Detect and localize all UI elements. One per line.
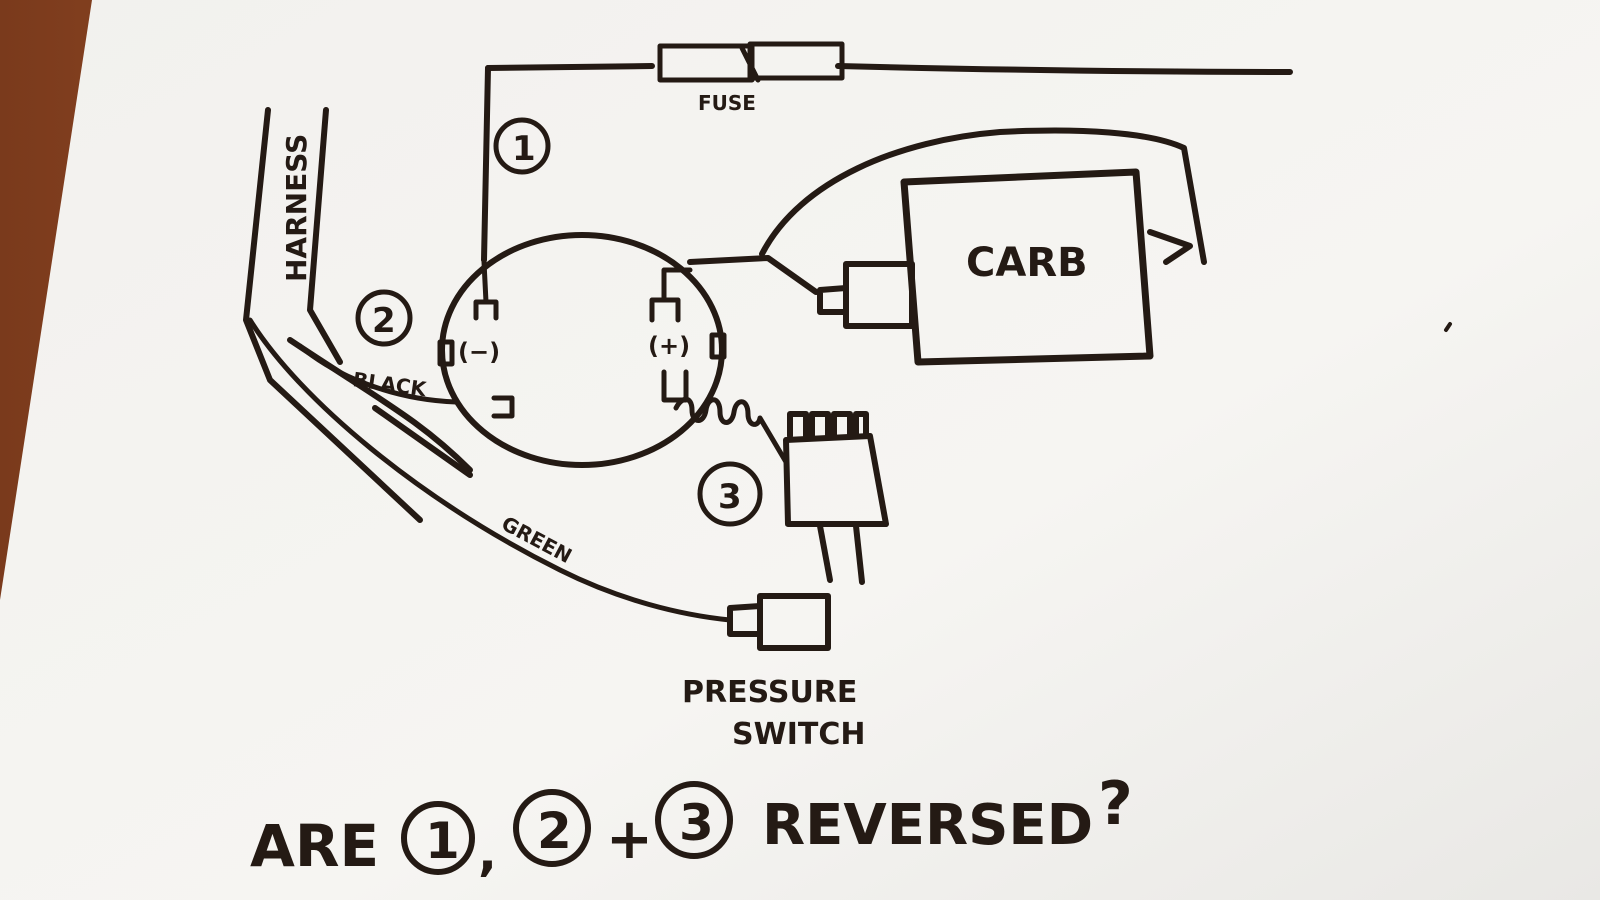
green-wire (247, 317, 733, 623)
marker-3: 3 (697, 461, 763, 527)
capacitor (783, 411, 889, 585)
carb-label: CARB (966, 240, 1088, 286)
negative-terminals (437, 259, 515, 419)
fuse (657, 41, 845, 83)
marker-2: 2 (355, 289, 413, 347)
negative-terminal-label: (−) (458, 338, 500, 366)
coiled-wire (673, 396, 789, 465)
question-end: REVERSED (762, 793, 1093, 858)
fuse-wire (481, 63, 1293, 263)
svg-text:2: 2 (537, 802, 572, 860)
pressure-switch-label-1: PRESSURE (682, 675, 857, 710)
question-line: ARE 1 , 2 + 3 REVERSED ? (250, 769, 1133, 882)
question-marker-2: 2 (513, 789, 591, 867)
positive-terminal-label: (+) (648, 332, 690, 360)
black-wire (297, 343, 459, 405)
question-marker-3: 3 (655, 781, 733, 859)
positive-terminals (649, 267, 727, 403)
question-start: ARE (250, 812, 379, 880)
pressure-switch (727, 593, 831, 651)
question-marker-1: 1 (401, 801, 475, 875)
question-plus: + (606, 807, 653, 872)
svg-text:2: 2 (372, 301, 396, 341)
stray-mark (1444, 322, 1452, 332)
fuse-label: FUSE (698, 91, 756, 115)
pressure-switch-label-2: SWITCH (732, 717, 865, 752)
svg-text:3: 3 (718, 477, 742, 517)
question-mark: ? (1098, 769, 1133, 839)
marker-1: 1 (493, 117, 551, 175)
question-comma: , (478, 824, 497, 882)
carb-wires (687, 127, 1207, 295)
carb-box (900, 168, 1154, 366)
harness-label: HARNESS (280, 134, 313, 282)
svg-text:3: 3 (679, 794, 714, 852)
svg-text:1: 1 (425, 812, 460, 870)
svg-text:1: 1 (512, 129, 536, 169)
